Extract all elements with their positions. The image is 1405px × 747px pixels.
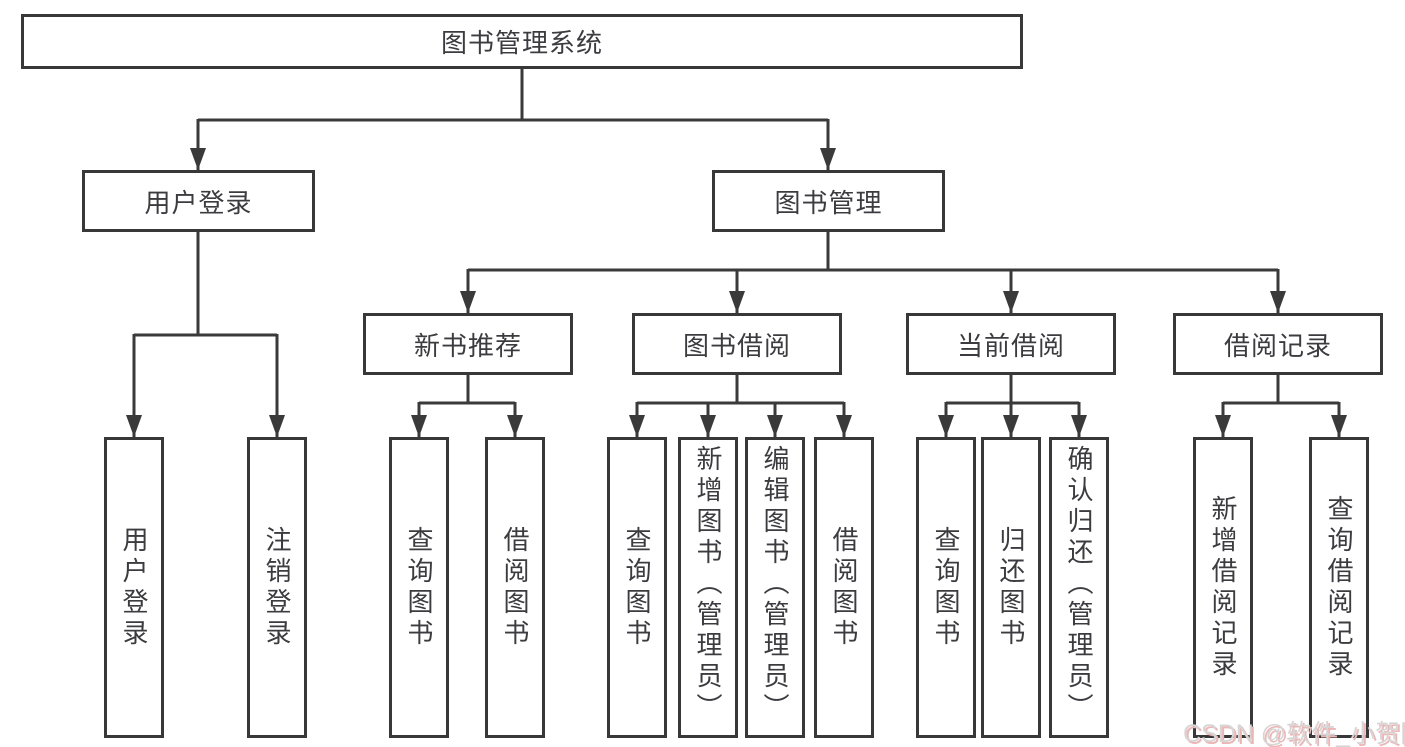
node-new-book-recommend: 新书推荐 bbox=[363, 313, 573, 375]
node-leaf-borrow-borrow-books-label: 借阅图书 bbox=[829, 525, 859, 650]
node-leaf-current-query-books-label: 查询图书 bbox=[931, 525, 961, 650]
node-borrow-records-label: 借阅记录 bbox=[1223, 330, 1332, 361]
node-leaf-borrow-query-books-label: 查询图书 bbox=[622, 525, 652, 650]
connector-current-split bbox=[946, 375, 1079, 405]
node-leaf-recommend-query-books-label: 查询图书 bbox=[404, 525, 434, 650]
connector-book-management-split bbox=[468, 232, 1278, 272]
node-leaf-recommend-borrow-books-label: 借阅图书 bbox=[500, 525, 530, 650]
node-book-management-label: 图书管理 bbox=[774, 187, 883, 218]
node-leaf-borrow-query-books: 查询图书 bbox=[607, 437, 667, 738]
node-library-system: 图书管理系统 bbox=[21, 14, 1023, 69]
node-leaf-user-login: 用户登录 bbox=[104, 437, 164, 738]
connector-root-split bbox=[198, 69, 828, 122]
node-book-borrow: 图书借阅 bbox=[632, 313, 842, 375]
node-leaf-add-borrow-record: 新增借阅记录 bbox=[1193, 437, 1253, 738]
node-leaf-confirm-return-admin-label: 确认归还（管理员） bbox=[1064, 445, 1094, 724]
node-new-book-recommend-label: 新书推荐 bbox=[413, 330, 522, 361]
node-book-management: 图书管理 bbox=[712, 170, 945, 232]
connector-user-login-split bbox=[134, 232, 277, 337]
node-leaf-borrow-borrow-books: 借阅图书 bbox=[814, 437, 874, 738]
node-book-borrow-label: 图书借阅 bbox=[682, 330, 791, 361]
node-user-login: 用户登录 bbox=[82, 170, 315, 232]
node-leaf-logout-label: 注销登录 bbox=[262, 525, 292, 650]
connector-recommend-split bbox=[419, 375, 515, 405]
node-leaf-add-borrow-record-label: 新增借阅记录 bbox=[1208, 494, 1238, 681]
node-leaf-edit-books-admin: 编辑图书（管理员） bbox=[745, 437, 805, 738]
node-current-borrow-label: 当前借阅 bbox=[956, 330, 1065, 361]
node-leaf-return-books-label: 归还图书 bbox=[996, 525, 1026, 650]
csdn-watermark: CSDN @软件_小贺同学 bbox=[1183, 720, 1405, 747]
node-leaf-recommend-borrow-books: 借阅图书 bbox=[485, 437, 545, 738]
node-current-borrow: 当前借阅 bbox=[906, 313, 1116, 375]
node-leaf-recommend-query-books: 查询图书 bbox=[389, 437, 449, 738]
node-leaf-current-query-books: 查询图书 bbox=[916, 437, 976, 738]
node-leaf-edit-books-admin-label: 编辑图书（管理员） bbox=[760, 445, 790, 724]
node-borrow-records: 借阅记录 bbox=[1173, 313, 1383, 375]
connector-borrow-split bbox=[637, 375, 844, 405]
node-user-login-label: 用户登录 bbox=[144, 187, 253, 218]
node-leaf-logout: 注销登录 bbox=[247, 437, 307, 738]
node-leaf-return-books: 归还图书 bbox=[981, 437, 1041, 738]
node-leaf-add-books-admin: 新增图书（管理员） bbox=[678, 437, 738, 738]
node-leaf-query-borrow-record-label: 查询借阅记录 bbox=[1324, 494, 1354, 681]
node-leaf-confirm-return-admin: 确认归还（管理员） bbox=[1049, 437, 1109, 738]
node-leaf-query-borrow-record: 查询借阅记录 bbox=[1309, 437, 1369, 738]
node-leaf-user-login-label: 用户登录 bbox=[119, 525, 149, 650]
connector-records-split bbox=[1223, 375, 1339, 405]
node-library-system-label: 图书管理系统 bbox=[440, 28, 603, 58]
node-leaf-add-books-admin-label: 新增图书（管理员） bbox=[693, 445, 723, 724]
